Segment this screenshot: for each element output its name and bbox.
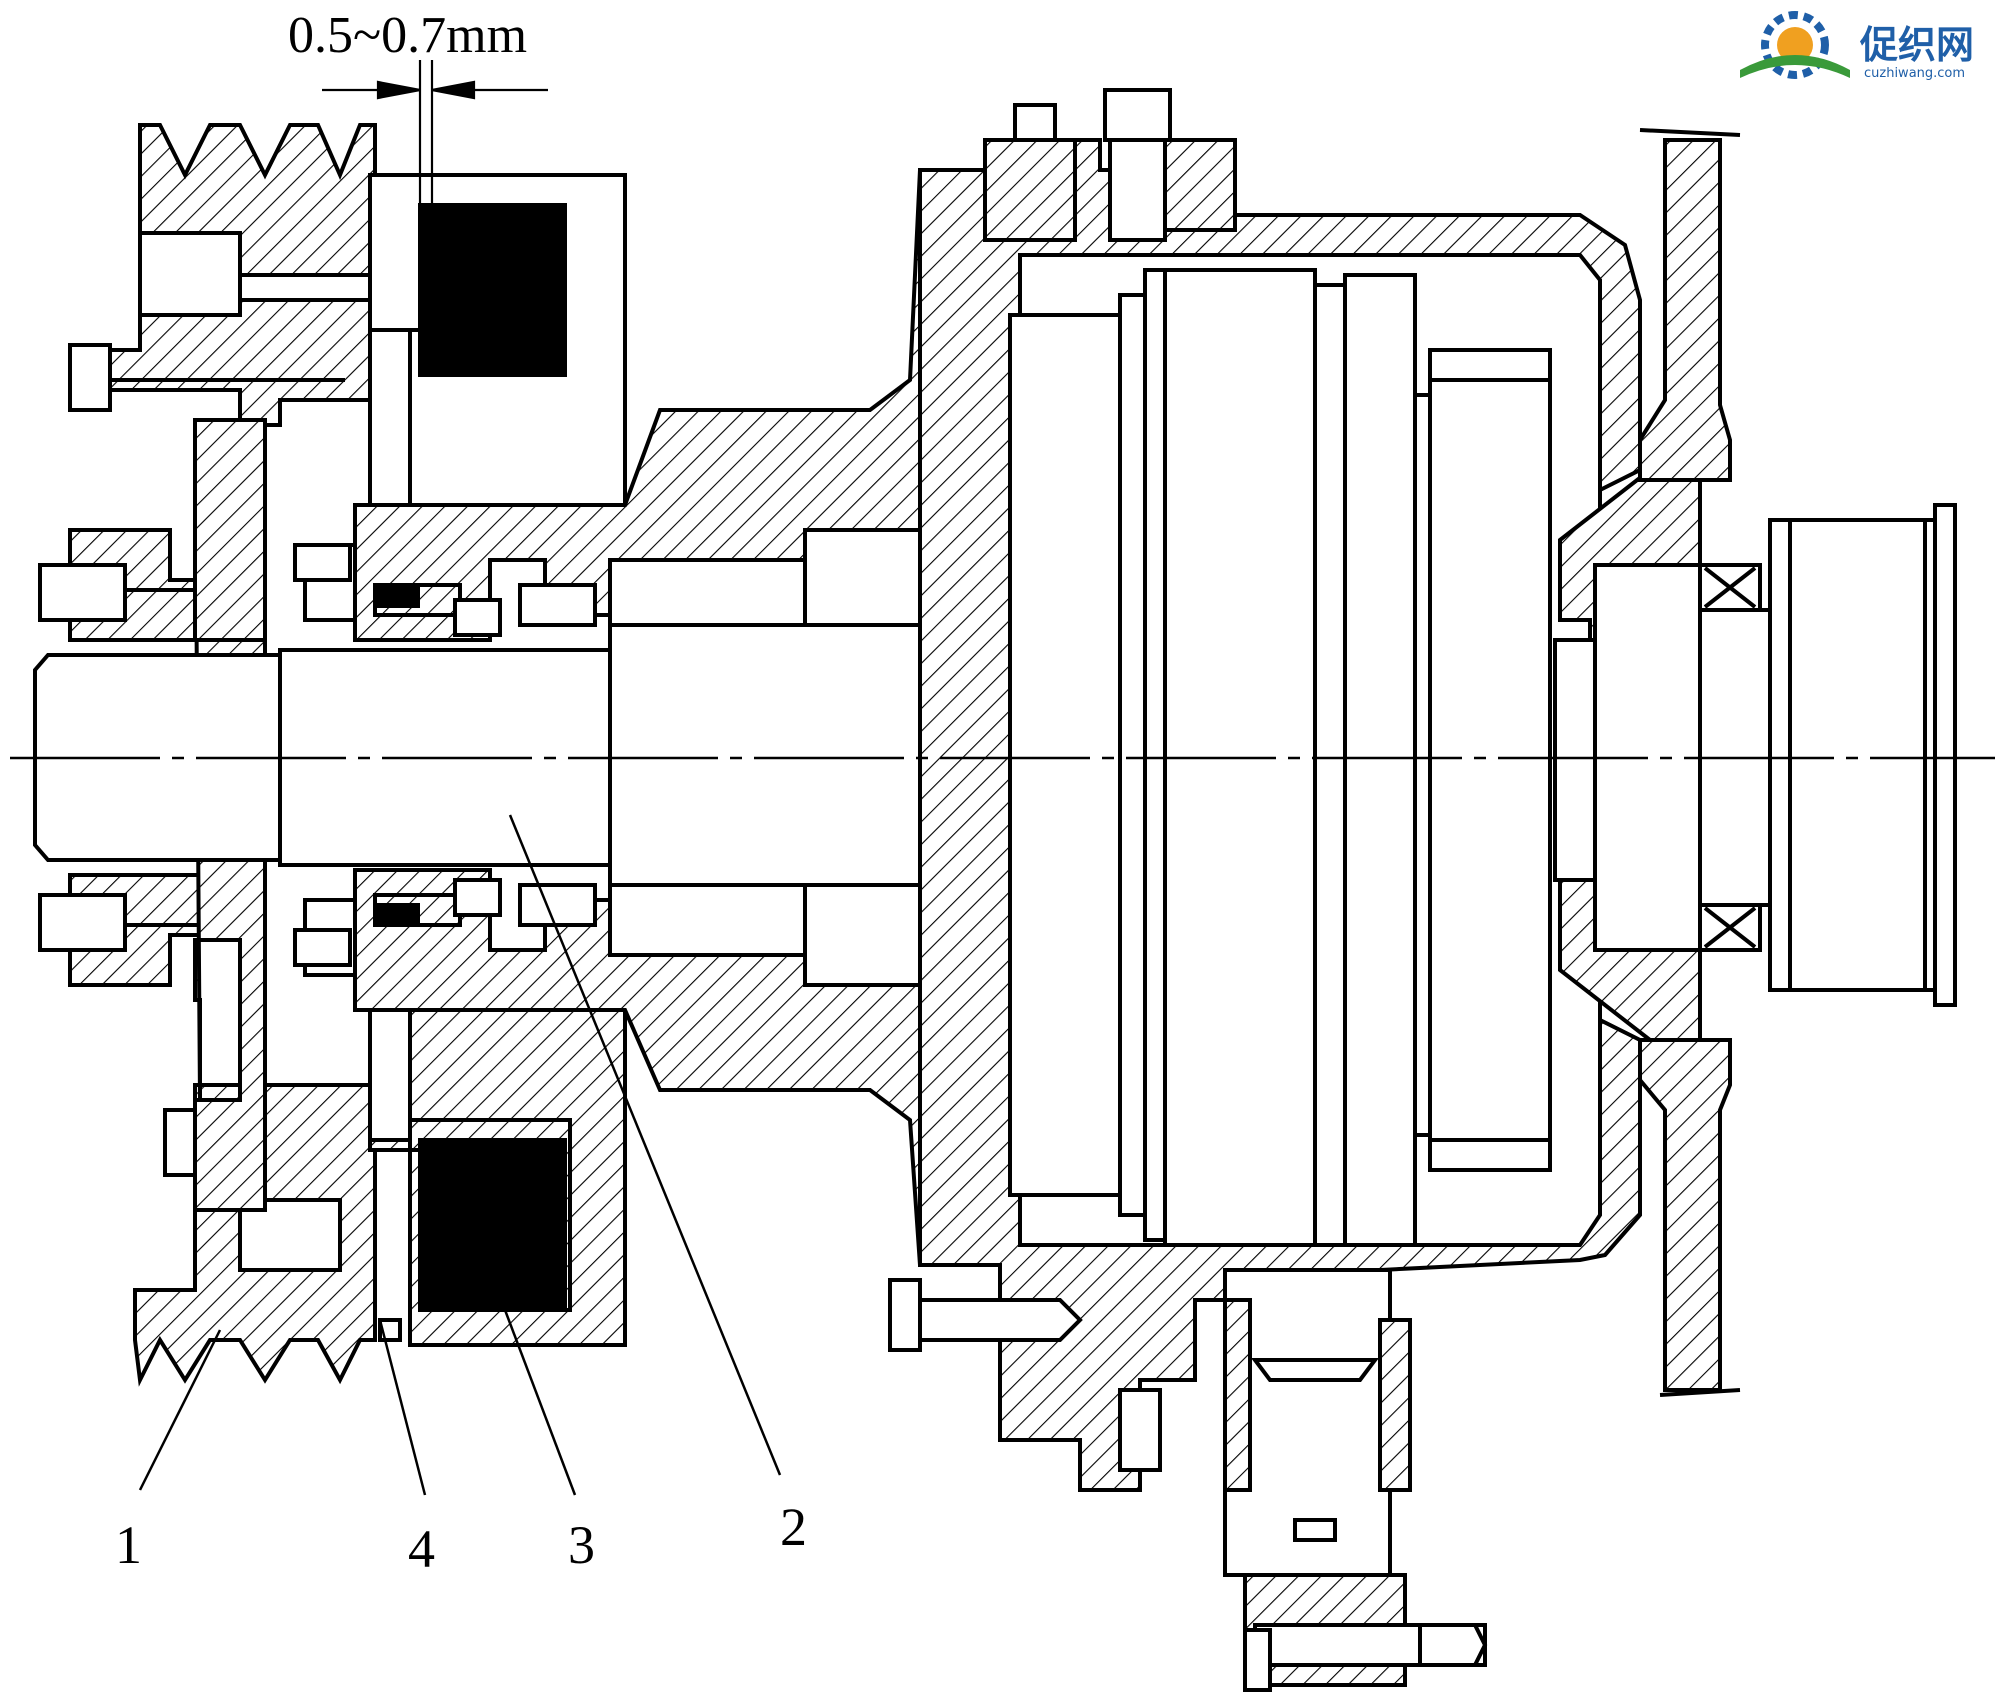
watermark-title: 促织网	[1859, 23, 1974, 67]
rear-cover	[1553, 468, 1702, 1042]
coil-lower	[368, 1008, 627, 1347]
coil-upper	[368, 173, 627, 562]
bottom-bolt	[888, 1278, 1162, 1472]
front-flange-bolts	[293, 543, 352, 967]
mounting-bracket	[1638, 128, 1741, 1397]
compressor-internals	[1008, 268, 1552, 1247]
gap-dimension-label: 0.5~0.7mm	[288, 7, 527, 64]
watermark-logo: 促织网 cuzhiwang.com	[1740, 11, 1974, 81]
callout-3: 3	[568, 1515, 595, 1575]
gear-icon	[1740, 11, 1850, 79]
callout-1: 1	[115, 1515, 142, 1575]
callout-4: 4	[408, 1519, 435, 1579]
pulley-upper	[108, 123, 417, 427]
leader-lines	[138, 814, 782, 1496]
rear-pulley	[1698, 503, 1957, 1007]
callout-2: 2	[780, 1497, 807, 1557]
watermark-url: cuzhiwang.com	[1864, 66, 1965, 81]
gap-dimension	[322, 60, 548, 210]
top-bolt	[983, 88, 1237, 242]
bottom-fitting	[1223, 1268, 1488, 1692]
